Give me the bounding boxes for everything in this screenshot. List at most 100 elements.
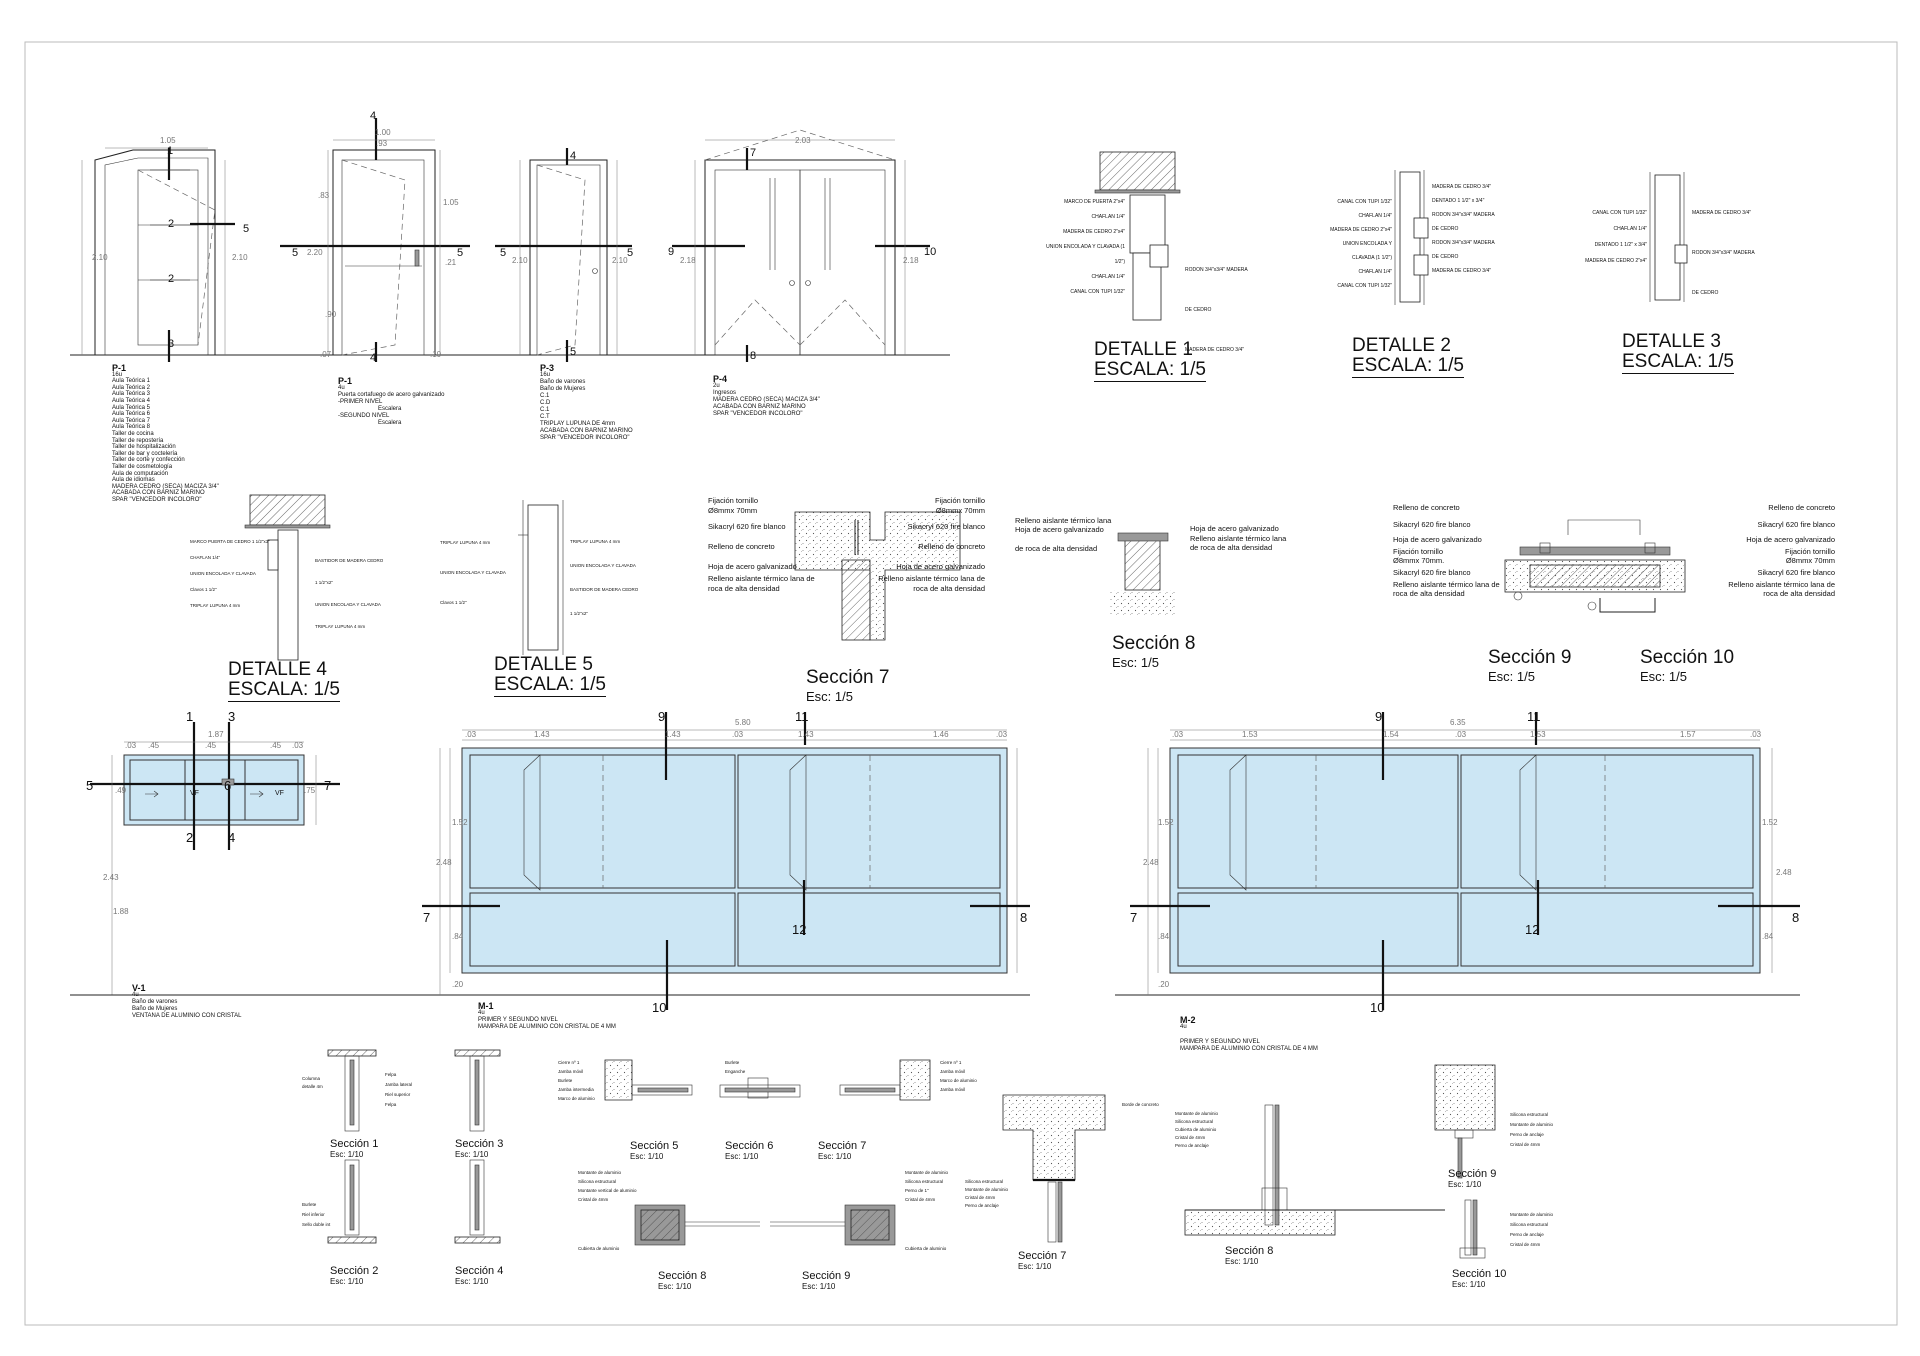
window-mark: 4 [228, 830, 236, 845]
m2-height: .84 [1158, 932, 1170, 941]
door-line: Aula Teórica 7 [112, 417, 150, 424]
m1-mark: 9 [658, 709, 666, 724]
m2-mark: 12 [1525, 922, 1540, 937]
door-line: Aula Teórica 2 [112, 384, 150, 391]
door-line: MADERA CEDRO (SECA) MACIZA 3/4" [112, 483, 219, 490]
note: Marco de aluminio [940, 1078, 977, 1083]
section-title: Sección 5 [630, 1140, 679, 1152]
door-mark: 5 [627, 247, 634, 259]
door-line: 4u [338, 385, 345, 391]
detalle-1-title-block: DETALLE 1 ESCALA: 1/5 [1094, 340, 1206, 382]
s8-notes: Montante de aluminio Silicona estructura… [578, 1168, 638, 1253]
note: Perno de anclaje [965, 1203, 999, 1208]
door-line: Taller de hospitalización [112, 444, 176, 451]
window-dim: .49 [115, 786, 127, 795]
detail-note: DENTADO 1 1/2" x 3/4" [1594, 242, 1647, 248]
section-note: Sikacryl 620 fire blanco [708, 522, 786, 531]
section-scale: Esc: 1/5 [1640, 669, 1687, 684]
section-note: Relleno aislante térmico lana de roca de… [708, 574, 815, 593]
detail-note: CANAL CON TUPI 1/32" [1337, 199, 1392, 205]
m2-height: .84 [1762, 932, 1774, 941]
detalle-3-notes-right: MADERA DE CEDRO 3/4" RODON 3/4"x3/4" MAD… [1692, 193, 1762, 313]
small-section-title-block: Sección 7 Esc: 1/10 [818, 1140, 866, 1161]
detail-note: UNION ENCOLADA Y CLAVADA (1 1/2") [1342, 241, 1392, 261]
door-dim: 1.05 [160, 136, 176, 145]
m2-dim: 1.53 [1242, 730, 1258, 739]
door-line: ACABADA CON BARNIZ MARINO [540, 428, 633, 434]
m1-dim: .03 [996, 730, 1008, 739]
note: Silicona estructural [1175, 1119, 1214, 1124]
section-note: Relleno de concreto [918, 542, 985, 551]
m1-total-width: 5.80 [735, 718, 751, 727]
s2-notes: Burlete Riel inferior Sello doble int [302, 1200, 342, 1230]
section-scale: Esc: 1/10 [1225, 1257, 1259, 1266]
detail-note: UNION ENCOLADA Y CLAVADA Clavos 1 1/2" [190, 571, 256, 592]
section-title: Sección 2 [330, 1265, 379, 1277]
door-dim: .83 [318, 191, 330, 200]
window-mark: 2 [186, 830, 194, 845]
door-mark: 2 [168, 218, 175, 230]
note: Silicona estructural [1510, 1222, 1549, 1227]
detalle-3-notes-left: CANAL CON TUPI 1/32" CHAFLAN 1/4" DENTAD… [1582, 205, 1647, 269]
section-title: Sección 8 [658, 1270, 707, 1282]
note: Montante de aluminio [1175, 1111, 1219, 1116]
note: Silicona estructural [578, 1179, 617, 1184]
door-mark: 4 [370, 352, 377, 364]
door-line: C.D [540, 400, 551, 406]
door-mark: 2 [168, 273, 175, 285]
door-line: TRIPLAY LUPUNA DE 4mm [540, 421, 616, 427]
section-title: Sección 9 [802, 1270, 851, 1282]
section-title: Sección 8 [1225, 1245, 1274, 1257]
note: Burlete [558, 1078, 573, 1083]
b8-notes: Montante de aluminio Silicona estructura… [1175, 1110, 1250, 1150]
door-dim: 1.00 [375, 128, 391, 137]
detail-note: RODON 3/4"x3/4" MADERA DE CEDRO [1432, 212, 1495, 232]
small-section-title-block: Sección 1 Esc: 1/10 [330, 1138, 378, 1159]
door-dim: .90 [325, 310, 337, 319]
note: Cristal de 4mm [578, 1197, 609, 1202]
b7-notes-2: Silicona estructural Montante de alumini… [965, 1178, 1035, 1210]
note: Montante de aluminio [905, 1170, 949, 1175]
door-mark: 9 [668, 246, 675, 258]
detail-note: MADERA DE CEDRO 2"x4" [1585, 258, 1647, 264]
seccion-10-b-drawing [1459, 1199, 1486, 1259]
m2-line: 4u [1180, 1024, 1187, 1030]
section-title: Sección 7 [1018, 1250, 1067, 1262]
detalle-4-notes-left: MARCO PUERTA DE CEDRO 1 1/2"x3" CHAFLAN … [190, 534, 270, 614]
window-mark: 3 [228, 709, 236, 724]
section-scale: Esc: 1/10 [818, 1152, 852, 1161]
door-code: P-3 [540, 363, 555, 373]
seccion-3-small-drawing [454, 1049, 501, 1132]
seccion-9-b-drawing [1434, 1064, 1496, 1179]
detalle-2-title-block: DETALLE 2 ESCALA: 1/5 [1352, 336, 1464, 378]
m2-height: 2.48 [1776, 868, 1792, 877]
small-section-title-block: Sección 7 Esc: 1/10 [1018, 1250, 1066, 1271]
door-dim: .07 [320, 350, 332, 359]
b9-notes: Silicona estructural Montante de alumini… [1510, 1110, 1580, 1150]
m1-dim: .03 [465, 730, 477, 739]
m1-mark: 8 [1020, 910, 1028, 925]
note: Perno de anclaje [1510, 1132, 1544, 1137]
section-note: Hoja de acero galvanizado [1746, 535, 1835, 544]
door-code: P-4 [713, 374, 728, 384]
seccion-4-small-drawing [454, 1159, 501, 1244]
door-line: ACABADA CON BARNIZ MARINO [713, 404, 806, 410]
note: Felpa [385, 1102, 397, 1107]
note: Jamba móvil [940, 1087, 966, 1092]
door-line: Escalera [378, 406, 402, 412]
detail-note: TRIPLAY LUPUNA 4 mm [440, 540, 491, 545]
detail-note: CANAL CON TUPI 1/32" [1337, 283, 1392, 289]
note: Montante de aluminio [1510, 1212, 1554, 1217]
door-line: 16u [112, 371, 123, 378]
detail-scale: ESCALA: 1/5 [228, 679, 340, 700]
m2-height: 1.52 [1762, 818, 1778, 827]
note: Cierre nº 1 [558, 1060, 580, 1065]
m1-height: .20 [452, 980, 464, 989]
seccion-7-notes-right: Fijación tornillo Ø8mmx 70mm Sikacryl 62… [875, 496, 985, 594]
note: Jamba móvil [940, 1069, 966, 1074]
seccion-7-b-drawing [1002, 1094, 1106, 1243]
section-title: Sección 4 [455, 1265, 504, 1277]
note: Borde de concreto [1122, 1102, 1159, 1107]
door-line: Aula de idiomas [112, 477, 155, 484]
seccion-8-small-drawing [634, 1204, 760, 1246]
